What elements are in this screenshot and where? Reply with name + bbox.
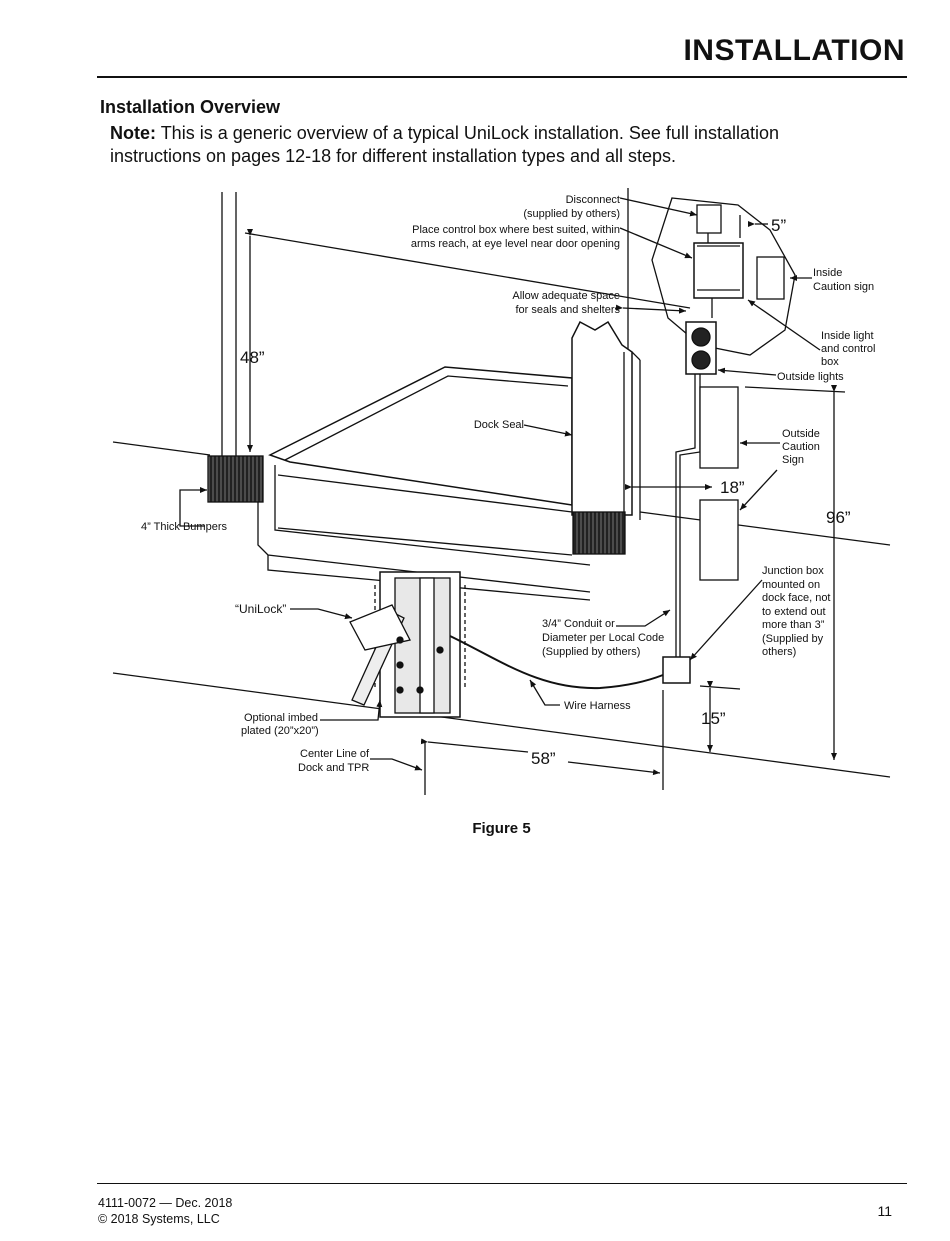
footer-rule xyxy=(97,1183,907,1184)
label-inside-light-3: box xyxy=(821,356,839,368)
page-header-title: INSTALLATION xyxy=(683,34,905,67)
label-inside-caution: Inside xyxy=(813,267,842,279)
label-junction-2: mounted on xyxy=(762,579,820,591)
label-inside-light: Inside light xyxy=(821,330,874,342)
note-paragraph: Note: This is a generic overview of a ty… xyxy=(110,122,870,168)
label-unilock: “UniLock” xyxy=(235,602,286,616)
label-centerline-2: Dock and TPR xyxy=(298,762,369,774)
label-junction-1: Junction box xyxy=(762,565,824,577)
label-junction-6: (Supplied by xyxy=(762,633,824,645)
label-junction-4: to extend out xyxy=(762,606,826,618)
label-allow-space-sub: for seals and shelters xyxy=(515,304,620,316)
label-bumpers: 4” Thick Bumpers xyxy=(141,521,227,533)
label-allow-space: Allow adequate space xyxy=(512,290,620,302)
label-conduit-3: (Supplied by others) xyxy=(542,646,640,658)
label-junction-5: more than 3” xyxy=(762,619,825,631)
label-outside-caution-2: Caution xyxy=(782,441,820,453)
label-dock-seal: Dock Seal xyxy=(474,419,524,431)
installation-figure: Disconnect (supplied by others) Place co… xyxy=(112,188,891,795)
label-control-box: Place control box where best suited, wit… xyxy=(412,224,620,236)
label-junction-7: others) xyxy=(762,646,796,658)
label-outside-lights: Outside lights xyxy=(777,371,844,383)
dimension-48: 48” xyxy=(240,348,265,367)
dimension-96: 96” xyxy=(826,508,851,527)
figure-caption: Figure 5 xyxy=(472,820,531,837)
note-label: Note: xyxy=(110,123,156,143)
label-inside-caution-sub: Caution sign xyxy=(813,281,874,293)
dimension-58: 58” xyxy=(531,749,556,768)
label-centerline-1: Center Line of xyxy=(300,748,370,760)
header-rule xyxy=(97,76,907,78)
label-wire-harness: Wire Harness xyxy=(564,700,631,712)
note-text: This is a generic overview of a typical … xyxy=(110,123,779,166)
section-title: Installation Overview xyxy=(100,97,281,117)
label-imbed-1: Optional imbed xyxy=(244,712,318,724)
label-imbed-2: plated (20”x20”) xyxy=(241,725,319,737)
page-number: 11 xyxy=(877,1203,892,1219)
dimension-5: 5” xyxy=(771,216,786,235)
footer-info: 4111-0072 — Dec. 2018 © 2018 Systems, LL… xyxy=(98,1195,232,1227)
footer-copyright: © 2018 Systems, LLC xyxy=(98,1212,220,1226)
label-conduit-2: Diameter per Local Code xyxy=(542,632,664,644)
label-disconnect-sub: (supplied by others) xyxy=(523,208,620,220)
dimension-18: 18” xyxy=(720,478,745,497)
label-junction-3: dock face, not xyxy=(762,592,831,604)
dimension-15: 15” xyxy=(701,709,726,728)
footer-doc-number: 4111-0072 — Dec. 2018 xyxy=(98,1196,233,1210)
label-control-box-sub: arms reach, at eye level near door openi… xyxy=(411,238,620,250)
label-outside-caution: Outside xyxy=(782,428,820,440)
label-disconnect: Disconnect xyxy=(566,194,620,206)
label-conduit-1: 3/4” Conduit or xyxy=(542,618,615,630)
label-inside-light-2: and control xyxy=(821,343,875,355)
label-outside-caution-3: Sign xyxy=(782,454,804,466)
